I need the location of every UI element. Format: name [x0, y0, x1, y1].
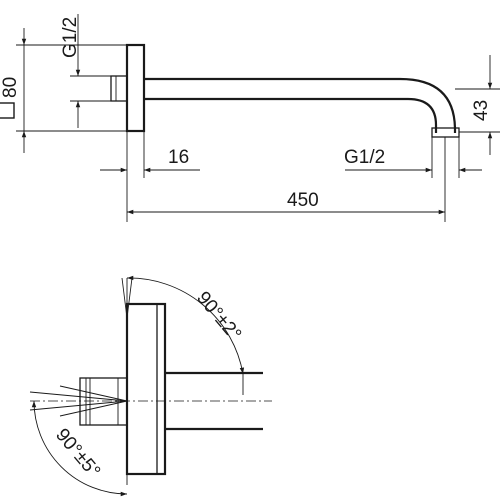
drop-label: 43 [471, 100, 492, 121]
inlet-nipple [110, 75, 128, 102]
thread-outlet-label: G1/2 [344, 147, 385, 168]
detail-flange [125, 302, 167, 476]
length-label: 450 [287, 190, 319, 211]
square-size-label: 80 [0, 77, 21, 98]
top-view: 80 G1/2 16 G1/2 450 43 [0, 14, 500, 222]
flange-width-label: 16 [168, 147, 189, 168]
thread-left-label: G1/2 [60, 17, 81, 58]
shower-arm [144, 77, 457, 133]
angle-top-label: 90°±2° [192, 288, 245, 345]
wall-flange [125, 43, 146, 133]
square-symbol-icon [0, 102, 15, 119]
angle-bottom-label: 90°±5° [51, 425, 104, 482]
detail-view: 90°±2° 90°±5° [29, 275, 272, 497]
outlet-nut [431, 127, 460, 138]
